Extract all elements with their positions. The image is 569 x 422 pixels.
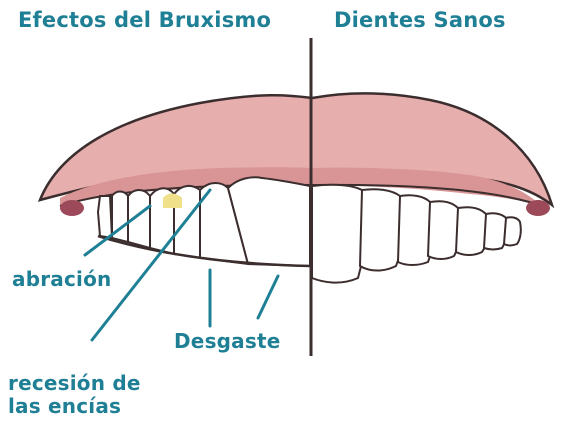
- tooth-worn-1: [98, 196, 112, 238]
- label-abrasion: abración: [12, 268, 111, 291]
- label-recession-line2: las encías: [8, 395, 121, 418]
- label-wear: Desgaste: [174, 330, 281, 353]
- tooth-healthy-7: [504, 217, 521, 245]
- label-recession-line1: recesión de: [8, 372, 141, 395]
- pointer-wear-2: [258, 276, 278, 318]
- title-healthy-teeth: Dientes Sanos: [334, 8, 506, 32]
- title-bruxism-effects: Efectos del Bruxismo: [18, 8, 271, 32]
- healthy-teeth: [312, 185, 521, 283]
- gum-corner-left: [60, 200, 84, 216]
- tooth-healthy-1: [312, 185, 366, 283]
- tooth-healthy-2: [360, 189, 403, 270]
- gum-corner-right: [526, 200, 550, 216]
